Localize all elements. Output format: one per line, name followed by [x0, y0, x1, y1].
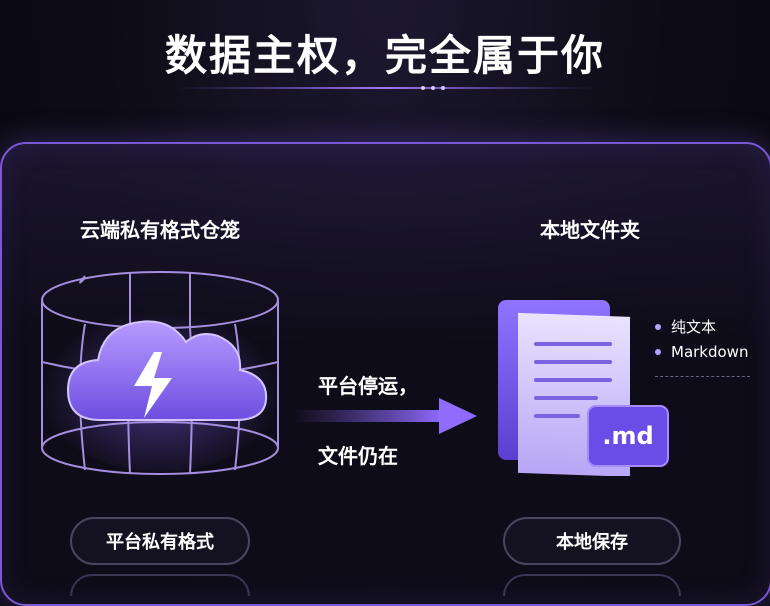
left-title: 云端私有格式仓笼 [80, 218, 240, 242]
right-title: 本地文件夹 [540, 218, 640, 242]
left-pill: 平台私有格式 [70, 517, 250, 565]
format-tags: 纯文本 Markdown [655, 316, 748, 367]
tag-divider [655, 376, 750, 377]
right-pill-ghost [503, 574, 681, 596]
format-tag: Markdown [655, 343, 748, 361]
arrow-right-icon [293, 398, 477, 434]
right-pill: 本地保存 [503, 517, 681, 565]
middle-caption-line2: 文件仍在 [318, 444, 398, 468]
document-icon [498, 300, 669, 476]
md-badge-label: .md [602, 422, 654, 450]
middle-caption-line1: 平台停运， [318, 374, 418, 398]
headline-divider [175, 86, 595, 90]
headline: 数据主权，完全属于你 [164, 31, 605, 80]
left-pill-ghost [70, 574, 250, 596]
bullet-icon [655, 349, 661, 355]
cage-icon [40, 271, 280, 475]
bullet-icon [655, 323, 661, 330]
format-tag: 纯文本 [655, 316, 748, 337]
